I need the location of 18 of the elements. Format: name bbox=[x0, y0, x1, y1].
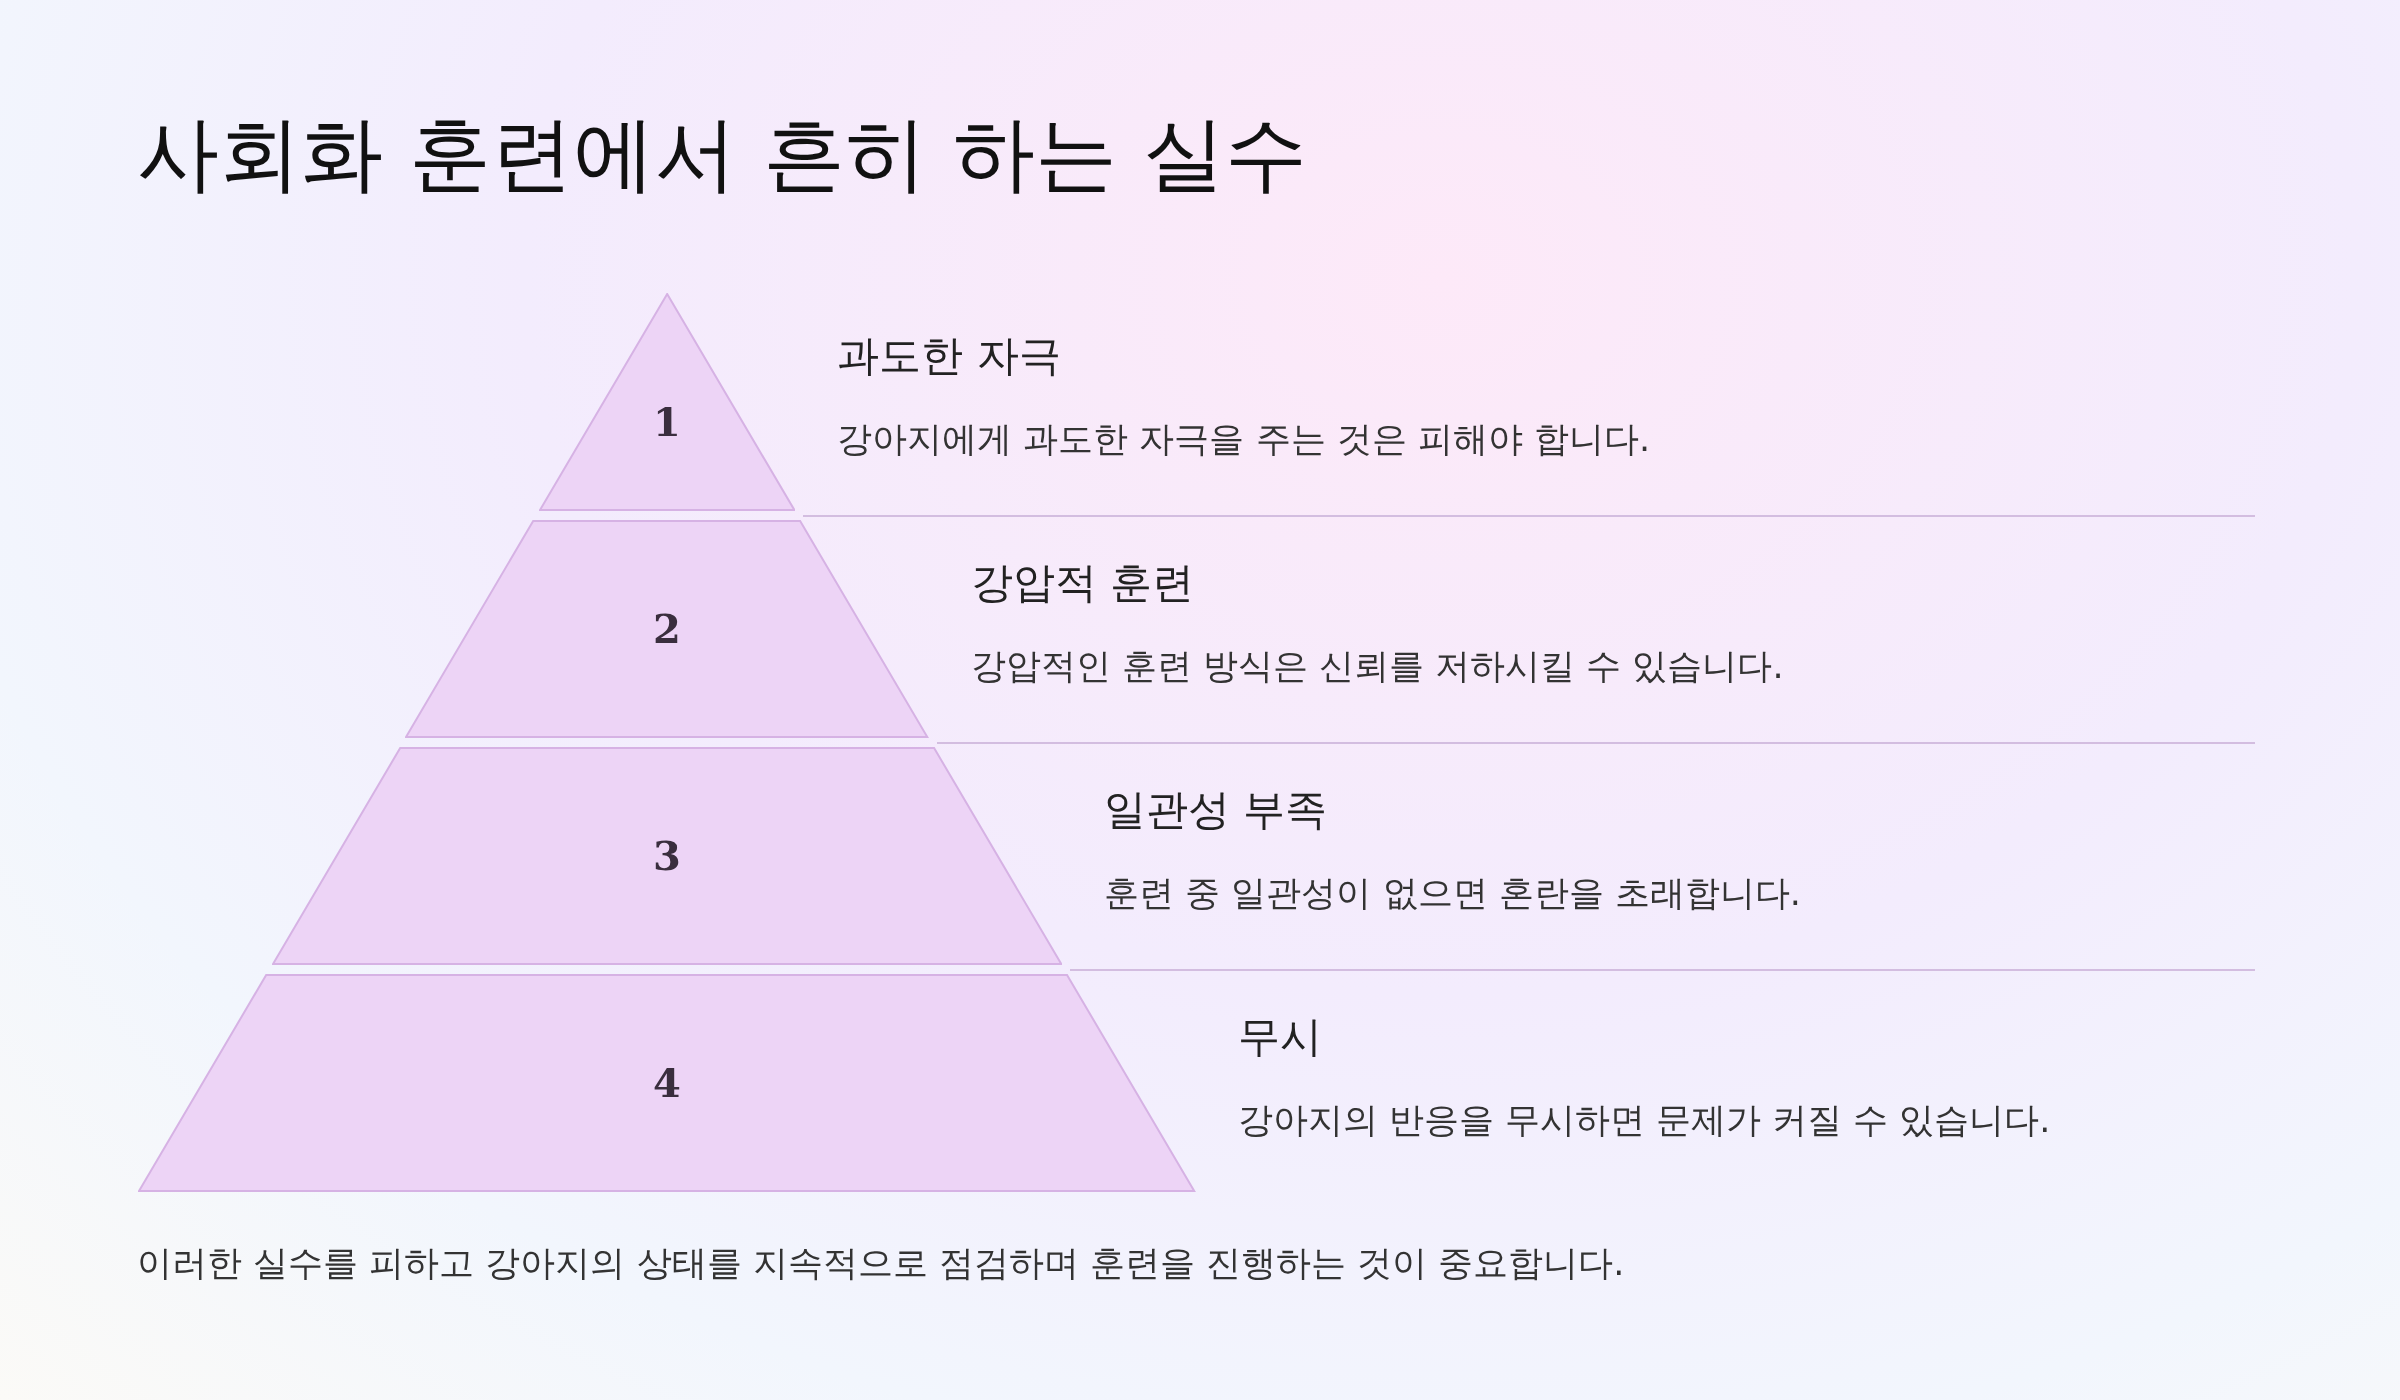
layer-number: 3 bbox=[652, 832, 682, 879]
layer-heading: 일관성 부족 bbox=[1104, 784, 1328, 836]
layer-description: 강압적인 훈련 방식은 신뢰를 저하시킬 수 있습니다. bbox=[970, 645, 1784, 688]
layer-heading: 과도한 자극 bbox=[837, 330, 1061, 382]
layer-description: 강아지에게 과도한 자극을 주는 것은 피해야 합니다. bbox=[837, 418, 1651, 461]
layer-heading: 강압적 훈련 bbox=[970, 557, 1194, 609]
layer-heading: 무시 bbox=[1237, 1011, 1322, 1063]
layer-number: 1 bbox=[652, 398, 682, 445]
title: 사회화 훈련에서 흔히 하는 실수 bbox=[137, 105, 1308, 203]
layer-number: 4 bbox=[652, 1059, 682, 1106]
layer-number: 2 bbox=[652, 605, 682, 652]
pyramid-layer bbox=[138, 974, 1196, 1192]
pyramid-layer bbox=[538, 293, 796, 511]
pyramid-layer bbox=[271, 747, 1063, 965]
pyramid-layer bbox=[405, 520, 929, 738]
layer-description: 강아지의 반응을 무시하면 문제가 커질 수 있습니다. bbox=[1237, 1099, 2051, 1142]
layer-description: 훈련 중 일관성이 없으면 혼란을 초래합니다. bbox=[1104, 872, 1801, 915]
caption: 이러한 실수를 피하고 강아지의 상태를 지속적으로 점검하며 훈련을 진행하는 것이 중요합니다. bbox=[137, 1242, 1625, 1285]
